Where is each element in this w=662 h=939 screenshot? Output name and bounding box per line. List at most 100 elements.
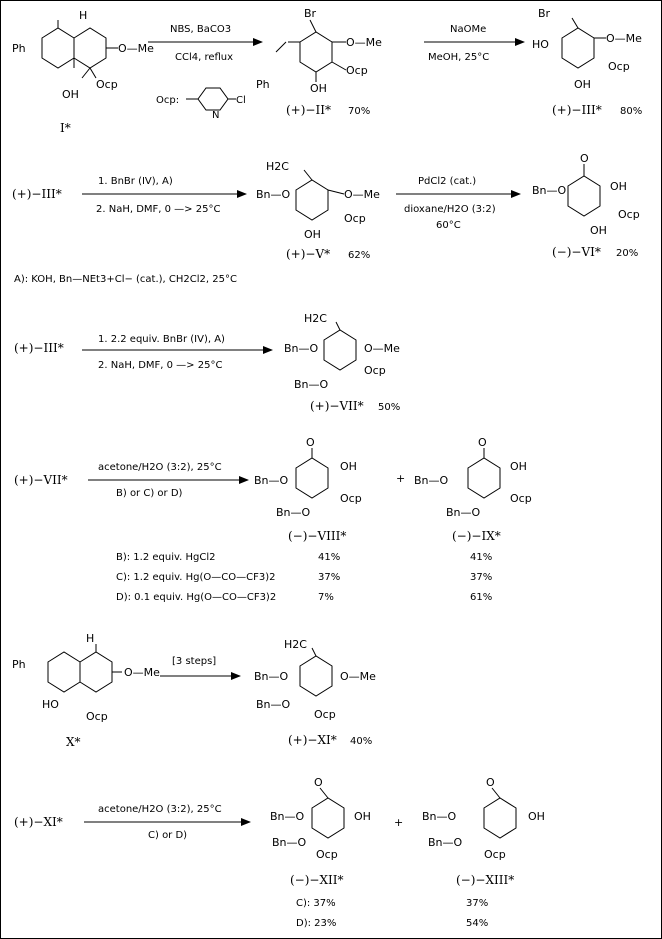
ocp-label: Ocp bbox=[344, 212, 366, 225]
ocp-label: Ocp bbox=[618, 208, 640, 221]
condition-D: D): 23% bbox=[296, 918, 336, 929]
yield-VIII-C: 37% bbox=[318, 572, 340, 583]
ocp-label: Ocp bbox=[340, 492, 362, 505]
compound-label: (+)−V* bbox=[286, 247, 330, 261]
reagent-top: NaOMe bbox=[450, 24, 486, 35]
compound-X: Ph H O—Me Ocp HO X* bbox=[12, 632, 160, 749]
reaction-arrow-8: acetone/H2O (3:2), 25°C C) or D) bbox=[84, 804, 251, 841]
reagent-top: acetone/H2O (3:2), 25°C bbox=[98, 804, 222, 815]
compound-label: (+)−II* bbox=[286, 103, 331, 117]
benzyloxy-label-2: Bn—O bbox=[272, 836, 307, 849]
reaction-arrow-6: acetone/H2O (3:2), 25°C B) or C) or D) bbox=[88, 462, 249, 499]
reaction-arrow-7: [3 steps] bbox=[160, 656, 241, 680]
benzyloxy-label-2: Bn—O bbox=[446, 506, 481, 519]
reagent-bottom: dioxane/H2O (3:2) bbox=[404, 204, 496, 215]
compound-XI: H2C Bn—O O—Me Ocp Bn—O (+)−XI* 40% bbox=[254, 638, 376, 747]
condition-D: D): 0.1 equiv. Hg(O—CO—CF3)2 bbox=[116, 592, 276, 603]
compound-II: Br Ph O—Me Ocp OH (+)−II* 70% bbox=[256, 7, 382, 117]
yield-label: 62% bbox=[348, 250, 370, 261]
condition-B: B): 1.2 equiv. HgCl2 bbox=[116, 552, 216, 563]
reagent-temp: 60°C bbox=[436, 220, 461, 231]
footnote-A: A): KOH, Bn—NEt3+Cl− (cat.), CH2Cl2, 25°… bbox=[14, 274, 237, 285]
ocp-label: Ocp bbox=[484, 848, 506, 861]
hydroxy-label: OH bbox=[304, 228, 321, 241]
reagent-bottom: B) or C) or D) bbox=[116, 488, 183, 499]
methylene-label: H2C bbox=[284, 638, 307, 651]
ocp-label: Ocp bbox=[510, 492, 532, 505]
reagent-top: 1. 2.2 equiv. BnBr (IV), A) bbox=[98, 334, 225, 345]
reaction-arrow-4: PdCl2 (cat.) dioxane/H2O (3:2) 60°C bbox=[396, 176, 521, 231]
compound-label: (+)−XI* bbox=[288, 733, 337, 747]
benzyloxy-label: Bn—O bbox=[532, 184, 567, 197]
start-compound: (+)−XI* bbox=[14, 815, 63, 829]
reagent-bottom: 2. NaH, DMF, 0 —> 25°C bbox=[98, 360, 222, 371]
ocp-definition: Ocp: N Cl bbox=[156, 87, 246, 121]
methoxy-label: O—Me bbox=[364, 342, 400, 355]
hydrogen-label: H bbox=[86, 632, 94, 645]
hydroxy-label: OH bbox=[574, 78, 591, 91]
methoxy-label: O—Me bbox=[124, 666, 160, 679]
keto-label: O bbox=[580, 152, 589, 165]
reagent-bottom: CCl4, reflux bbox=[175, 52, 233, 63]
condition-C: C): 1.2 equiv. Hg(O—CO—CF3)2 bbox=[116, 572, 275, 583]
compound-label: (+)−III* bbox=[552, 103, 602, 117]
plus-sign: + bbox=[396, 472, 405, 485]
compound-label: X* bbox=[66, 735, 81, 749]
yields-table: C): 37% 37% D): 23% 54% bbox=[296, 898, 488, 929]
compound-VIII: O Bn—O OH Ocp Bn—O (−)−VIII* bbox=[254, 436, 362, 543]
reaction-arrow-3: 1. BnBr (IV), A) 2. NaH, DMF, 0 —> 25°C bbox=[82, 176, 247, 215]
ocp-label: Ocp bbox=[316, 848, 338, 861]
compound-III: Br HO O—Me Ocp OH (+)−III* 80% bbox=[532, 7, 642, 117]
methylene-label: H2C bbox=[304, 312, 327, 325]
benzyloxy-label-2: Bn—O bbox=[256, 698, 291, 711]
reagent-bottom: 2. NaH, DMF, 0 —> 25°C bbox=[96, 204, 220, 215]
benzyloxy-label: Bn—O bbox=[422, 810, 457, 823]
hydroxy-label: OH bbox=[610, 180, 627, 193]
hydroxy-label: OH bbox=[340, 460, 357, 473]
yield-IX-B: 41% bbox=[470, 552, 492, 563]
keto-label: O bbox=[478, 436, 487, 449]
yield-VIII-D: 7% bbox=[318, 592, 334, 603]
compound-label: (+)−VII* bbox=[310, 399, 364, 413]
yield-XIII-C: 37% bbox=[466, 898, 488, 909]
hydroxy-label: OH bbox=[528, 810, 545, 823]
reagent-bottom: C) or D) bbox=[148, 830, 187, 841]
benzyloxy-label: Bn—O bbox=[284, 342, 319, 355]
yield-label: 70% bbox=[348, 106, 370, 117]
reaction-arrow-2: NaOMe MeOH, 25°C bbox=[424, 24, 525, 63]
ocp-label: Ocp bbox=[346, 64, 368, 77]
svg-text:Cl: Cl bbox=[236, 95, 246, 106]
reagent-top: [3 steps] bbox=[172, 656, 216, 667]
phenyl-label: Ph bbox=[256, 78, 270, 91]
benzyloxy-label-2: Bn—O bbox=[294, 378, 329, 391]
benzyloxy-label: Bn—O bbox=[256, 188, 291, 201]
methylene-label: H2C bbox=[266, 160, 289, 173]
methoxy-label: O—Me bbox=[340, 670, 376, 683]
yield-label: 20% bbox=[616, 248, 638, 259]
hydroxy-label-2: OH bbox=[590, 224, 607, 237]
compound-XIII: O Bn—O OH Ocp Bn—O (−)−XIII* bbox=[422, 776, 545, 887]
compound-label: (−)−VI* bbox=[552, 245, 601, 259]
yield-IX-C: 37% bbox=[470, 572, 492, 583]
phenyl-label: Ph bbox=[12, 42, 26, 55]
compound-label: (−)−XIII* bbox=[456, 873, 514, 887]
bromo-label: Br bbox=[304, 7, 317, 20]
benzyloxy-label: Bn—O bbox=[270, 810, 305, 823]
benzyloxy-label: Bn—O bbox=[254, 670, 289, 683]
hydroxy-label: OH bbox=[310, 82, 327, 95]
hydrogen-label: H bbox=[79, 9, 87, 22]
hydroxy-label: HO bbox=[42, 698, 59, 711]
start-compound: (+)−III* bbox=[12, 187, 62, 201]
ocp-label: Ocp bbox=[96, 78, 118, 91]
yield-VIII-B: 41% bbox=[318, 552, 340, 563]
hydroxy-label: OH bbox=[510, 460, 527, 473]
yield-label: 40% bbox=[350, 736, 372, 747]
benzyloxy-label: Bn—O bbox=[414, 474, 449, 487]
condition-C: C): 37% bbox=[296, 898, 336, 909]
reaction-arrow-1: NBS, BaCO3 CCl4, reflux bbox=[148, 24, 263, 63]
ocp-label: Ocp bbox=[314, 708, 336, 721]
keto-label: O bbox=[314, 776, 323, 789]
ocp-label: Ocp bbox=[86, 710, 108, 723]
methoxy-label: O—Me bbox=[118, 42, 154, 55]
